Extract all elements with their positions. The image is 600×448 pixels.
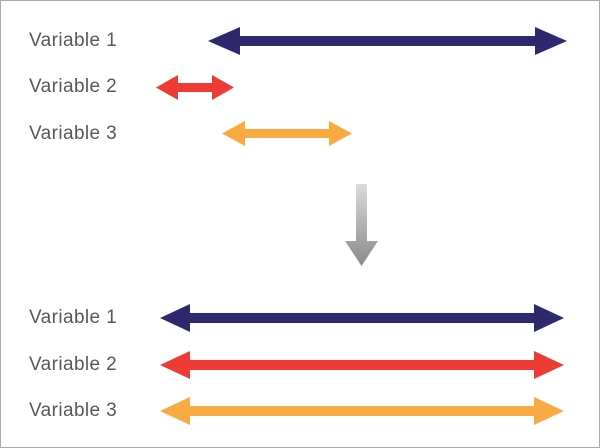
before-variable-1-label: Variable 1 [29, 30, 118, 51]
after-variable-2-double-arrow-icon [160, 351, 564, 379]
after-variable-3-double-arrow-icon [160, 397, 564, 425]
after-variable-1-double-arrow-icon [160, 304, 564, 332]
before-variable-3-double-arrow-icon [222, 121, 352, 146]
after-variable-3-label: Variable 3 [29, 400, 118, 421]
after-variable-1-label: Variable 1 [29, 307, 118, 328]
after-variable-2-label: Variable 2 [29, 354, 118, 375]
before-variable-1-double-arrow-icon [208, 27, 567, 55]
before-variable-2-label: Variable 2 [29, 76, 118, 97]
before-variable-3-label: Variable 3 [29, 123, 118, 144]
transform-down-arrow-icon [345, 184, 378, 266]
before-variable-2-double-arrow-icon [156, 75, 234, 100]
